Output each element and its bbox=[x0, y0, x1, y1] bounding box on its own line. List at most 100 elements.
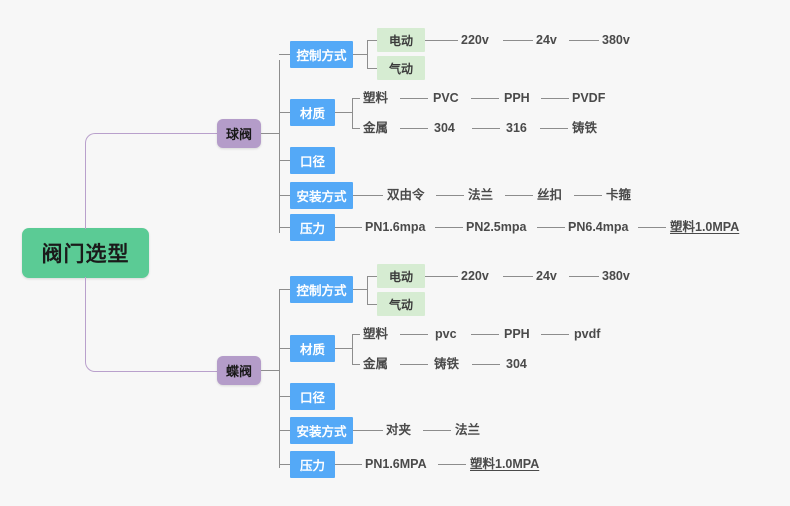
ball-control-link-electric bbox=[367, 40, 377, 41]
ball-metal-link-1 bbox=[400, 128, 428, 129]
leaf-ball-metal-castiron[interactable]: 铸铁 bbox=[572, 121, 598, 135]
root-node[interactable]: 阀门选型 bbox=[22, 228, 149, 278]
group-butterfly-electric[interactable]: 电动 bbox=[377, 264, 425, 288]
category-butterfly-control-method-label: 控制方式 bbox=[296, 284, 347, 298]
category-butterfly-caliber-label: 口径 bbox=[299, 391, 325, 405]
leaf-ball-pressure-3[interactable]: PN6.4mpa bbox=[568, 220, 629, 234]
category-ball-pressure-label: 压力 bbox=[299, 222, 325, 236]
leaf-butterfly-install-2[interactable]: 法兰 bbox=[455, 423, 481, 437]
butterfly-electric-leaf-link-1 bbox=[425, 276, 458, 277]
ball-pressure-link-3 bbox=[537, 227, 565, 228]
group-ball-electric-label: 电动 bbox=[388, 33, 413, 48]
ball-pressure-link-4 bbox=[638, 227, 666, 228]
leaf-ball-install-1[interactable]: 双由令 bbox=[387, 188, 425, 202]
group-butterfly-pneumatic[interactable]: 气动 bbox=[377, 292, 425, 316]
leaf-ball-pressure-4[interactable]: 塑料1.0MPA bbox=[670, 220, 740, 234]
ball-install-link-1 bbox=[353, 195, 383, 196]
group-butterfly-plastic-label[interactable]: 塑料 bbox=[363, 327, 389, 341]
ball-material-link bbox=[279, 112, 290, 113]
group-ball-metal-label[interactable]: 金属 bbox=[363, 121, 389, 135]
category-ball-installation-label: 安装方式 bbox=[296, 190, 347, 204]
branch-node-ball-valve-label: 球阀 bbox=[225, 127, 252, 142]
leaf-butterfly-metal-castiron[interactable]: 铸铁 bbox=[434, 357, 460, 371]
butterfly-material-link-plastic bbox=[352, 334, 360, 335]
leaf-ball-plastic-pvc[interactable]: PVC bbox=[433, 91, 459, 105]
ball-install-link-2 bbox=[436, 195, 464, 196]
category-butterfly-installation[interactable]: 安装方式 bbox=[290, 417, 353, 444]
root-stem-down bbox=[85, 277, 86, 299]
butterfly-pressure-link-1 bbox=[335, 464, 362, 465]
leaf-ball-pressure-1[interactable]: PN1.6mpa bbox=[365, 220, 426, 234]
leaf-butterfly-electric-380v[interactable]: 380v bbox=[602, 269, 630, 283]
category-butterfly-caliber[interactable]: 口径 bbox=[290, 383, 335, 410]
butterfly-install-link-2 bbox=[423, 430, 451, 431]
butterfly-material-link bbox=[279, 348, 290, 349]
leaf-ball-install-3[interactable]: 丝扣 bbox=[537, 188, 563, 202]
butterfly-plastic-link-3 bbox=[541, 334, 569, 335]
leaf-ball-electric-220v[interactable]: 220v bbox=[461, 33, 489, 47]
butterfly-control-link-pneumatic bbox=[367, 304, 377, 305]
leaf-butterfly-plastic-pvc[interactable]: pvc bbox=[435, 327, 457, 341]
category-ball-pressure[interactable]: 压力 bbox=[290, 214, 335, 241]
leaf-butterfly-electric-24v[interactable]: 24v bbox=[536, 269, 557, 283]
category-ball-installation[interactable]: 安装方式 bbox=[290, 182, 353, 209]
leaf-butterfly-pressure-1[interactable]: PN1.6MPA bbox=[365, 457, 427, 471]
category-butterfly-material[interactable]: 材质 bbox=[290, 335, 335, 362]
group-ball-electric[interactable]: 电动 bbox=[377, 28, 425, 52]
branch-node-butterfly-valve-label: 蝶阀 bbox=[225, 364, 252, 379]
leaf-ball-install-4[interactable]: 卡箍 bbox=[606, 188, 632, 202]
butterfly-electric-leaf-link-2 bbox=[503, 276, 533, 277]
ball-valve-stem bbox=[261, 133, 279, 134]
butterfly-caliber-link bbox=[279, 396, 290, 397]
butterfly-plastic-link-1 bbox=[400, 334, 428, 335]
leaf-butterfly-pressure-2[interactable]: 塑料1.0MPA bbox=[470, 457, 540, 471]
ball-control-link-pneumatic bbox=[367, 68, 377, 69]
leaf-butterfly-electric-220v[interactable]: 220v bbox=[461, 269, 489, 283]
ball-pressure-link bbox=[279, 227, 290, 228]
branch-node-ball-valve[interactable]: 球阀 bbox=[217, 119, 261, 148]
category-butterfly-control-method[interactable]: 控制方式 bbox=[290, 276, 353, 303]
leaf-butterfly-plastic-pph[interactable]: PPH bbox=[504, 327, 530, 341]
root-connector-butterfly-valve bbox=[85, 298, 219, 372]
leaf-ball-electric-24v[interactable]: 24v bbox=[536, 33, 557, 47]
leaf-ball-pressure-2[interactable]: PN2.5mpa bbox=[466, 220, 527, 234]
ball-install-link-3 bbox=[505, 195, 533, 196]
leaf-ball-metal-304[interactable]: 304 bbox=[434, 121, 455, 135]
branch-node-butterfly-valve[interactable]: 蝶阀 bbox=[217, 356, 261, 385]
group-ball-pneumatic-label: 气动 bbox=[388, 61, 413, 76]
category-ball-caliber[interactable]: 口径 bbox=[290, 147, 335, 174]
leaf-ball-install-2[interactable]: 法兰 bbox=[468, 188, 494, 202]
ball-metal-link-3 bbox=[540, 128, 568, 129]
ball-material-substem bbox=[335, 112, 352, 113]
leaf-ball-electric-380v[interactable]: 380v bbox=[602, 33, 630, 47]
group-butterfly-metal-label[interactable]: 金属 bbox=[363, 357, 389, 371]
group-ball-plastic-label[interactable]: 塑料 bbox=[363, 91, 389, 105]
leaf-ball-metal-316[interactable]: 316 bbox=[506, 121, 527, 135]
ball-install-link-4 bbox=[574, 195, 602, 196]
group-butterfly-pneumatic-label: 气动 bbox=[388, 297, 413, 312]
ball-material-link-plastic bbox=[352, 98, 360, 99]
leaf-ball-plastic-pph[interactable]: PPH bbox=[504, 91, 530, 105]
ball-electric-leaf-link-2 bbox=[503, 40, 533, 41]
ball-control-substem bbox=[353, 54, 367, 55]
category-ball-material-label: 材质 bbox=[299, 107, 325, 121]
category-ball-control-method[interactable]: 控制方式 bbox=[290, 41, 353, 68]
group-butterfly-electric-label: 电动 bbox=[388, 269, 413, 284]
leaf-butterfly-metal-304[interactable]: 304 bbox=[506, 357, 527, 371]
group-ball-pneumatic[interactable]: 气动 bbox=[377, 56, 425, 80]
category-butterfly-pressure-label: 压力 bbox=[299, 459, 325, 473]
butterfly-control-link-electric bbox=[367, 276, 377, 277]
ball-valve-spine bbox=[279, 60, 280, 233]
butterfly-install-link-1 bbox=[353, 430, 383, 431]
leaf-butterfly-install-1[interactable]: 对夹 bbox=[386, 423, 412, 437]
butterfly-plastic-link-2 bbox=[471, 334, 499, 335]
leaf-butterfly-plastic-pvdf[interactable]: pvdf bbox=[574, 327, 601, 341]
category-butterfly-pressure[interactable]: 压力 bbox=[290, 451, 335, 478]
leaf-ball-plastic-pvdf[interactable]: PVDF bbox=[572, 91, 606, 105]
ball-electric-leaf-link-1 bbox=[425, 40, 458, 41]
ball-material-link-metal bbox=[352, 128, 360, 129]
category-ball-material[interactable]: 材质 bbox=[290, 99, 335, 126]
butterfly-metal-link-1 bbox=[400, 364, 428, 365]
butterfly-material-substem bbox=[335, 348, 352, 349]
